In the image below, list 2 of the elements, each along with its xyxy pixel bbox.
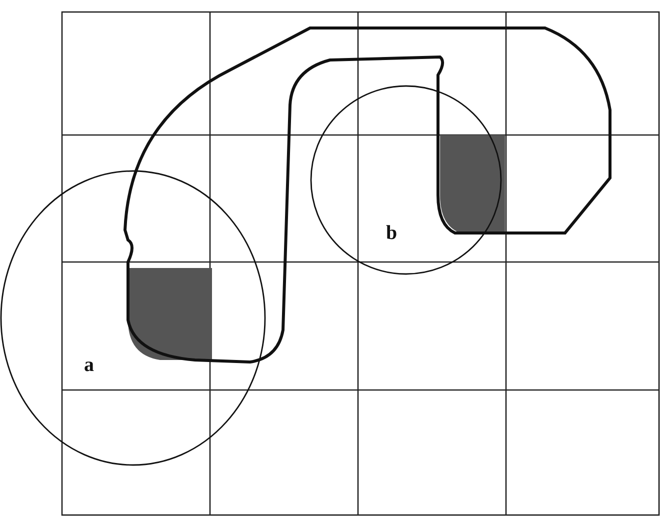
area-letter: a bbox=[84, 355, 94, 375]
area-letter: b bbox=[386, 223, 398, 243]
